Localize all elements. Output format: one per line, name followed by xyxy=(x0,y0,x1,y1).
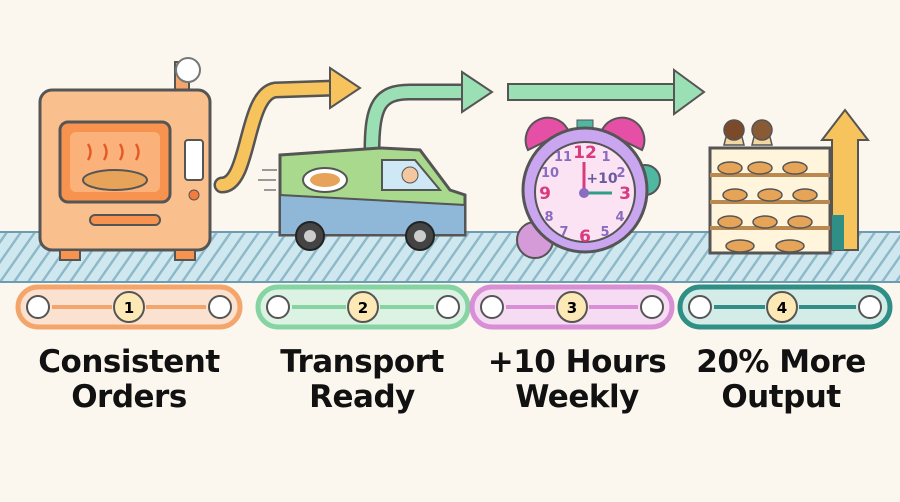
step-badge-4: 4 xyxy=(766,291,798,323)
svg-text:3: 3 xyxy=(567,299,577,317)
oven-icon xyxy=(38,57,212,261)
clock-number-10: 10 xyxy=(541,166,559,181)
delivery-van-icon xyxy=(258,146,467,251)
clock-number-12: 12 xyxy=(573,143,597,163)
step-badge-1: 1 xyxy=(113,291,145,323)
step-label-line: Weekly xyxy=(515,379,639,415)
step-label-line: 20% More xyxy=(696,344,866,380)
clock-number-6: 6 xyxy=(579,227,591,247)
svg-text:1: 1 xyxy=(124,299,134,317)
flow-arrow-1 xyxy=(213,66,362,194)
step-label-line: Output xyxy=(721,379,841,415)
clock-number-8: 8 xyxy=(544,210,553,225)
step-label-4: 20% More Output xyxy=(666,345,896,415)
clock-number-1: 1 xyxy=(601,150,610,165)
step-label-line: Ready xyxy=(309,379,415,415)
step-label-2: Transport Ready xyxy=(247,345,477,415)
clock-number-9: 9 xyxy=(539,184,551,204)
bakery-shelf-icon xyxy=(708,108,871,255)
step-label-line: Consistent xyxy=(38,344,220,380)
step-label-line: Orders xyxy=(71,379,187,415)
step-label-line: +10 Hours xyxy=(487,344,667,380)
step-badge-2: 2 xyxy=(347,291,379,323)
step-label-1: Consistent Orders xyxy=(14,345,244,415)
clock-number-4: 4 xyxy=(615,210,624,225)
clock-number-7: 7 xyxy=(559,225,568,240)
step-label-3: +10 Hours Weekly xyxy=(462,345,692,415)
flow-arrow-3 xyxy=(507,68,706,116)
clock-number-11: 11 xyxy=(554,150,572,165)
clock-number-3: 3 xyxy=(619,184,631,204)
step-label-line: Transport xyxy=(280,344,444,380)
clock-number-2: 2 xyxy=(616,166,625,181)
alarm-clock-icon: 12 1 2 3 4 5 6 7 8 9 10 11 +10 xyxy=(516,116,661,259)
step-badge-3: 3 xyxy=(556,291,588,323)
flow-arrow-2 xyxy=(363,70,494,159)
svg-text:2: 2 xyxy=(358,299,368,317)
svg-text:4: 4 xyxy=(777,299,787,317)
clock-number-5: 5 xyxy=(600,225,609,240)
clock-plus-ten-badge: +10 xyxy=(586,171,617,187)
